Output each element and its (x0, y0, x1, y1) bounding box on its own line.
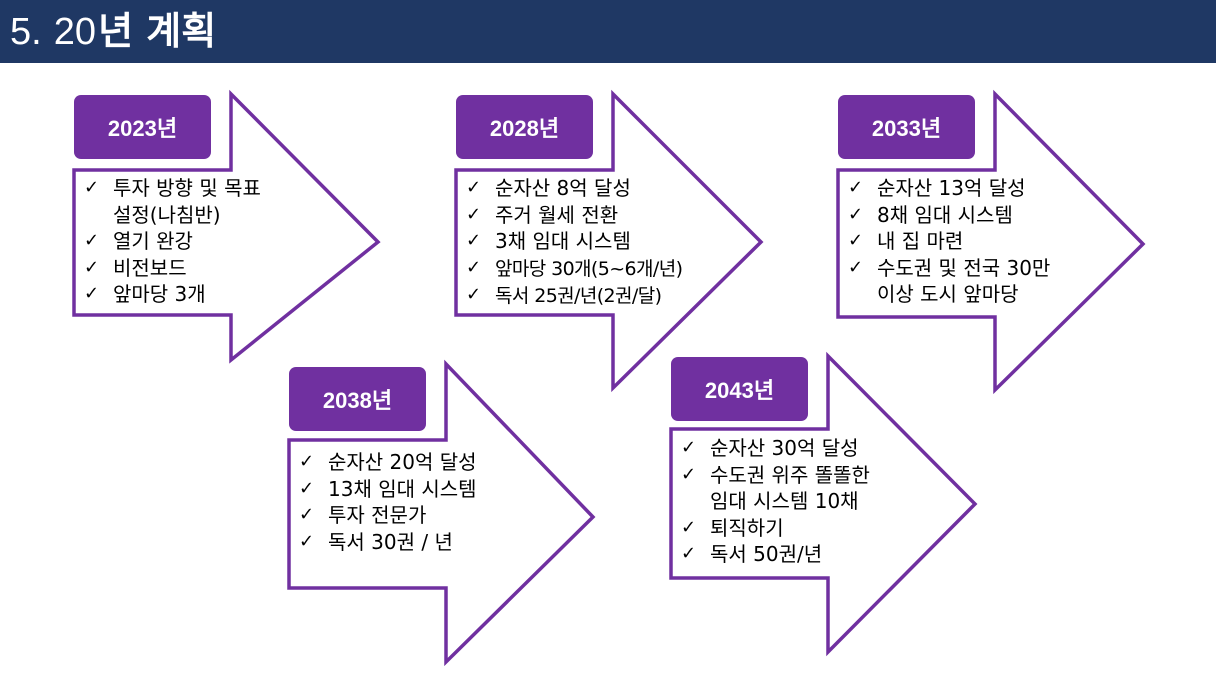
arrow-shape (669, 351, 978, 657)
list-item: ✓8채 임대 시스템 (848, 202, 1013, 227)
year-badge: 2043년 (671, 357, 808, 421)
list-item: 설정(나침반) (113, 202, 221, 227)
list-item: ✓독서 30권 / 년 (299, 529, 453, 554)
list-item: ✓투자 방향 및 목표 (84, 176, 261, 200)
check-icon: ✓ (299, 504, 315, 525)
check-icon: ✓ (84, 230, 100, 251)
arrow-shape (836, 89, 1146, 395)
list-item: ✓주거 월세 전환 (466, 202, 619, 227)
arrow-shape (72, 89, 381, 364)
check-icon: ✓ (681, 543, 697, 564)
plan-block-2043: 2043년 ✓순자산 30억 달성 ✓수도권 위주 똘똘한 임대 시스템 10채… (669, 351, 981, 657)
list-item: ✓앞마당 30개(5~6개/년) (466, 256, 683, 280)
list-item: ✓3채 임대 시스템 (466, 229, 631, 253)
check-icon: ✓ (681, 516, 697, 538)
check-icon: ✓ (681, 437, 697, 458)
check-icon: ✓ (848, 230, 864, 251)
year-badge: 2033년 (838, 95, 975, 159)
plan-block-2028: 2028년 ✓순자산 8억 달성 ✓주거 월세 전환 ✓3채 임대 시스템 ✓앞… (454, 89, 766, 393)
title-word: 년 계획 (98, 9, 217, 53)
list-item: 이상 도시 앞마당 (877, 282, 1019, 306)
check-icon: ✓ (299, 477, 315, 499)
plan-block-2038: 2038년 ✓순자산 20억 달성 ✓13채 임대 시스템 ✓투자 전문가 ✓독… (287, 359, 599, 667)
goal-list: ✓순자산 13억 달성 ✓8채 임대 시스템 ✓내 집 마련 ✓수도권 및 전국… (848, 175, 1050, 308)
check-icon: ✓ (681, 463, 697, 485)
goal-list: ✓순자산 20억 달성 ✓13채 임대 시스템 ✓투자 전문가 ✓독서 30권 … (299, 449, 477, 555)
check-icon: ✓ (466, 284, 482, 305)
check-icon: ✓ (299, 451, 315, 472)
list-item: ✓열기 완강 (84, 229, 193, 253)
year-badge: 2023년 (74, 95, 211, 159)
list-item: ✓투자 전문가 (299, 503, 427, 527)
list-item: ✓순자산 20억 달성 (299, 450, 477, 474)
list-item: ✓독서 25권/년(2권/달) (466, 284, 662, 307)
goal-list: ✓순자산 30억 달성 ✓수도권 위주 똘똘한 임대 시스템 10채 ✓퇴직하기… (681, 435, 870, 568)
list-item: ✓앞마당 3개 (84, 282, 206, 306)
check-icon: ✓ (299, 530, 315, 552)
year-badge: 2038년 (289, 367, 426, 431)
check-icon: ✓ (848, 203, 864, 225)
list-item: ✓순자산 13억 달성 (848, 176, 1026, 200)
list-item: ✓순자산 8억 달성 (466, 176, 631, 200)
list-item: ✓퇴직하기 (681, 515, 784, 540)
plan-block-2033: 2033년 ✓순자산 13억 달성 ✓8채 임대 시스템 ✓내 집 마련 ✓수도… (836, 89, 1148, 395)
check-icon: ✓ (84, 256, 100, 278)
list-item: ✓13채 임대 시스템 (299, 476, 477, 501)
arrow-shape (454, 89, 764, 393)
list-item: ✓순자산 30억 달성 (681, 436, 859, 460)
check-icon: ✓ (84, 283, 100, 304)
check-icon: ✓ (848, 256, 864, 278)
check-icon: ✓ (466, 203, 482, 225)
header-bar: 5. 20년 계획 (0, 0, 1216, 63)
check-icon: ✓ (466, 256, 482, 278)
title-number: 20 (53, 11, 97, 53)
goal-list: ✓투자 방향 및 목표 설정(나침반) ✓열기 완강 ✓비전보드 ✓앞마당 3개 (84, 175, 261, 308)
list-item: 임대 시스템 10채 (710, 489, 859, 513)
list-item: ✓비전보드 (84, 255, 187, 280)
section-number: 5. (10, 11, 42, 53)
list-item: ✓수도권 위주 똘똘한 (681, 462, 870, 487)
plan-block-2023: 2023년 ✓투자 방향 및 목표 설정(나침반) ✓열기 완강 ✓비전보드 ✓… (72, 89, 382, 364)
check-icon: ✓ (848, 177, 864, 198)
check-icon: ✓ (466, 177, 482, 198)
arrow-shape (287, 359, 596, 667)
list-item: ✓내 집 마련 (848, 229, 964, 253)
check-icon: ✓ (466, 230, 482, 251)
list-item: ✓수도권 및 전국 30만 (848, 255, 1051, 280)
year-badge: 2028년 (456, 95, 593, 159)
goal-list: ✓순자산 8억 달성 ✓주거 월세 전환 ✓3채 임대 시스템 ✓앞마당 30개… (466, 175, 683, 310)
list-item: ✓독서 50권/년 (681, 542, 823, 566)
check-icon: ✓ (84, 177, 100, 198)
page-title: 5. 20년 계획 (10, 4, 216, 59)
